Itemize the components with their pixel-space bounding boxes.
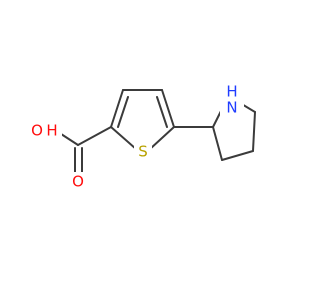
atom-amine-nitrogen-label: N (226, 99, 237, 117)
atom-hydroxyl-oxygen-label: O (31, 122, 43, 140)
bond-pyrrolidine-c3-c2 (212, 126, 223, 161)
atom-amine-hydrogen-label: H (226, 83, 237, 101)
bond-carboxyl-c-ring (77, 126, 112, 146)
atom-amine-group: H N (220, 83, 244, 118)
bond-thiophene-c4-c5-inner (156, 96, 168, 128)
atom-carbonyl-group: O (69, 172, 85, 191)
bond-thiophene-c2-c3-inner (117, 96, 129, 128)
bond-thiophene-c2-c3-outer (110, 89, 124, 128)
bond-thiophene-c5-s (149, 126, 175, 150)
molecule-structure: O H O S H N (29, 82, 256, 191)
bond-pyrrolidine-c4-c3 (221, 150, 254, 161)
atom-sulfur-group: S (134, 142, 152, 162)
bond-thiophene-c4-c5-outer (161, 89, 175, 128)
atom-hydroxyl-group: O H (29, 121, 62, 140)
atom-sulfur-label: S (138, 143, 148, 161)
bond-pyrrolidine-c5-c4 (252, 111, 256, 152)
atom-carbonyl-oxygen-label: O (72, 173, 84, 191)
bond-thiophene-s-c2 (110, 126, 137, 150)
atom-hydroxyl-hydrogen-label: H (46, 122, 57, 140)
